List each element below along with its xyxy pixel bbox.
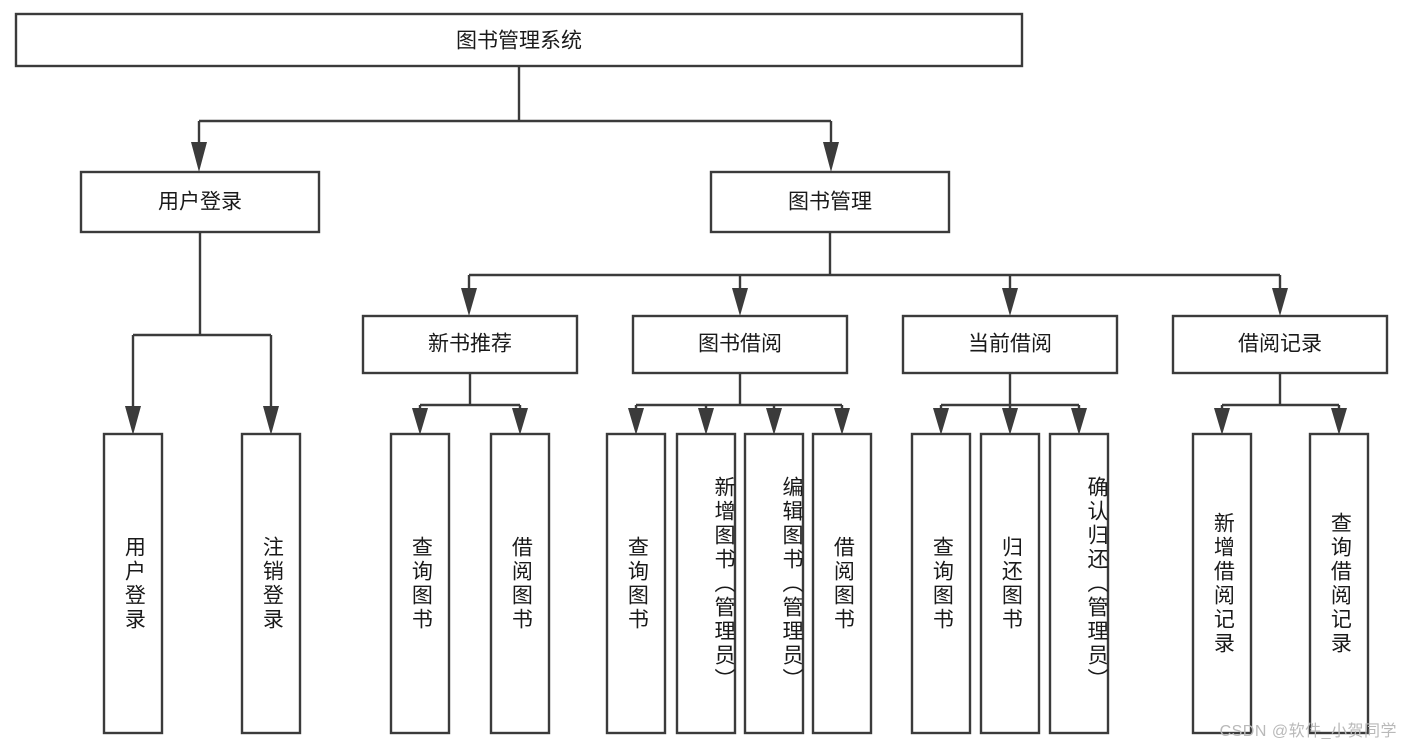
leaf-box-current-borrow-3[interactable] [1048, 432, 1110, 735]
node-user-login-label: 用户登录 [158, 191, 242, 214]
arrow-bookmgmt-child2-icon [732, 288, 748, 316]
leaf-box-user-login-2[interactable] [240, 432, 302, 735]
arrow-bookborrow-leaf4-icon [834, 408, 850, 435]
leaf-box-borrow-records-1[interactable] [1191, 432, 1253, 735]
leaf-box-book-borrow-3[interactable] [743, 432, 805, 735]
leaf-box-new-book-1[interactable] [389, 432, 451, 735]
node-borrow-records[interactable] [1171, 314, 1389, 375]
arrow-newbook-leaf2-icon [512, 408, 528, 435]
node-new-book-recommend-label: 新书推荐 [428, 333, 512, 356]
arrow-bookborrow-leaf2-icon [698, 408, 714, 435]
arrow-root-to-bookmgmt-icon [823, 142, 839, 172]
arrow-bookborrow-leaf1-icon [628, 408, 644, 435]
arrow-root-to-userlogin-icon [191, 142, 207, 172]
arrow-userlogin-leaf1-icon [125, 406, 141, 435]
arrow-bookmgmt-child4-icon [1272, 288, 1288, 316]
arrow-bookmgmt-child1-icon [461, 288, 477, 316]
leaf-box-book-borrow-4[interactable] [811, 432, 873, 735]
arrow-bookmgmt-child3-icon [1002, 288, 1018, 316]
leaf-box-book-borrow-2[interactable] [675, 432, 737, 735]
node-root-label: 图书管理系统 [456, 30, 582, 53]
arrow-userlogin-leaf2-icon [263, 406, 279, 435]
node-current-borrow-label: 当前借阅 [968, 333, 1052, 356]
node-root[interactable] [14, 12, 1024, 68]
node-book-borrow[interactable] [631, 314, 849, 375]
node-book-borrow-label: 图书借阅 [698, 333, 782, 356]
node-current-borrow[interactable] [901, 314, 1119, 375]
arrow-borrowrecords-leaf2-icon [1331, 408, 1347, 435]
node-borrow-records-label: 借阅记录 [1238, 333, 1322, 356]
arrow-bookborrow-leaf3-icon [766, 408, 782, 435]
leaf-box-borrow-records-2[interactable] [1308, 432, 1370, 735]
arrow-currentborrow-leaf2-icon [1002, 408, 1018, 435]
leaf-box-new-book-2[interactable] [489, 432, 551, 735]
arrow-currentborrow-leaf3-icon [1071, 408, 1087, 435]
leaf-box-current-borrow-1[interactable] [910, 432, 972, 735]
arrow-newbook-leaf1-icon [412, 408, 428, 435]
csdn-watermark: CSDN @软件_小贺同学 [1219, 723, 1397, 740]
leaf-box-current-borrow-2[interactable] [979, 432, 1041, 735]
leaf-box-user-login-1[interactable] [102, 432, 164, 735]
node-new-book-recommend[interactable] [361, 314, 579, 375]
arrow-currentborrow-leaf1-icon [933, 408, 949, 435]
arrow-borrowrecords-leaf1-icon [1214, 408, 1230, 435]
node-book-management[interactable] [709, 170, 951, 234]
node-book-management-label: 图书管理 [788, 191, 872, 214]
leaf-box-book-borrow-1[interactable] [605, 432, 667, 735]
